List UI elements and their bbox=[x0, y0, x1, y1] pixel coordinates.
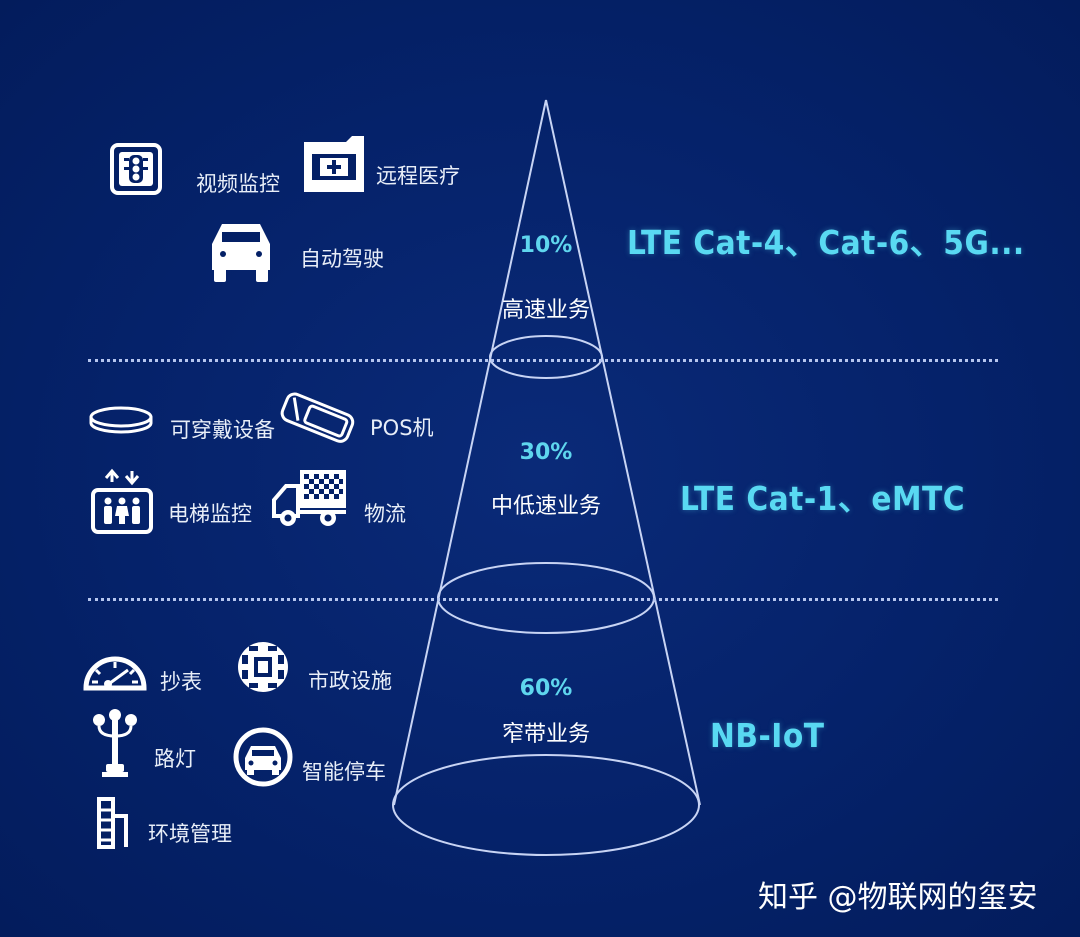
wristband-icon bbox=[88, 404, 154, 442]
app-label-smart-parking: 智能停车 bbox=[302, 760, 386, 784]
app-label-elevator-monitoring: 电梯监控 bbox=[168, 502, 252, 526]
app-label-video-surveillance: 视频监控 bbox=[196, 172, 280, 196]
app-label-street-light: 路灯 bbox=[154, 747, 196, 771]
app-label-autonomous-driving: 自动驾驶 bbox=[300, 247, 384, 271]
tier-3-percent: 60% bbox=[519, 676, 573, 701]
tier-3-technology: NB-IoT bbox=[710, 716, 825, 755]
tier-3-name: 窄带业务 bbox=[501, 722, 590, 747]
street-lamp-icon bbox=[90, 708, 140, 784]
cone-ring-top bbox=[489, 335, 603, 379]
tier-1-percent: 10% bbox=[519, 233, 573, 258]
municipal-grid-icon bbox=[236, 640, 290, 698]
app-label-municipal-facilities: 市政设施 bbox=[308, 669, 392, 693]
tier-divider-1 bbox=[88, 359, 998, 362]
app-label-remote-medical: 远程医疗 bbox=[376, 164, 460, 188]
watermark: 知乎 @物联网的玺安 bbox=[758, 880, 1038, 915]
medical-kit-icon bbox=[300, 134, 368, 200]
meter-gauge-icon bbox=[82, 644, 148, 696]
tier-2-percent: 30% bbox=[519, 440, 573, 465]
traffic-light-icon bbox=[110, 143, 162, 199]
car-icon bbox=[208, 220, 274, 288]
parking-car-icon bbox=[232, 726, 294, 792]
app-label-logistics: 物流 bbox=[364, 502, 406, 526]
tier-divider-2 bbox=[88, 598, 998, 601]
app-label-environment-management: 环境管理 bbox=[148, 822, 232, 846]
tier-2-technology: LTE Cat-1、eMTC bbox=[680, 479, 966, 518]
cone-right-edge bbox=[545, 99, 701, 806]
cone-ring-bottom bbox=[392, 754, 700, 856]
elevator-icon bbox=[90, 468, 154, 540]
app-label-wearable: 可穿戴设备 bbox=[170, 418, 275, 442]
cone-left-edge bbox=[393, 99, 547, 806]
app-label-meter-reading: 抄表 bbox=[160, 670, 202, 694]
app-label-pos: POS机 bbox=[370, 416, 434, 440]
tier-1-name: 高速业务 bbox=[501, 298, 590, 323]
tier-1-technology: LTE Cat-4、Cat-6、5G... bbox=[627, 223, 1025, 262]
truck-icon bbox=[270, 468, 350, 536]
pos-terminal-icon bbox=[278, 390, 358, 452]
building-icon bbox=[96, 796, 130, 854]
tier-2-name: 中低速业务 bbox=[490, 494, 601, 519]
